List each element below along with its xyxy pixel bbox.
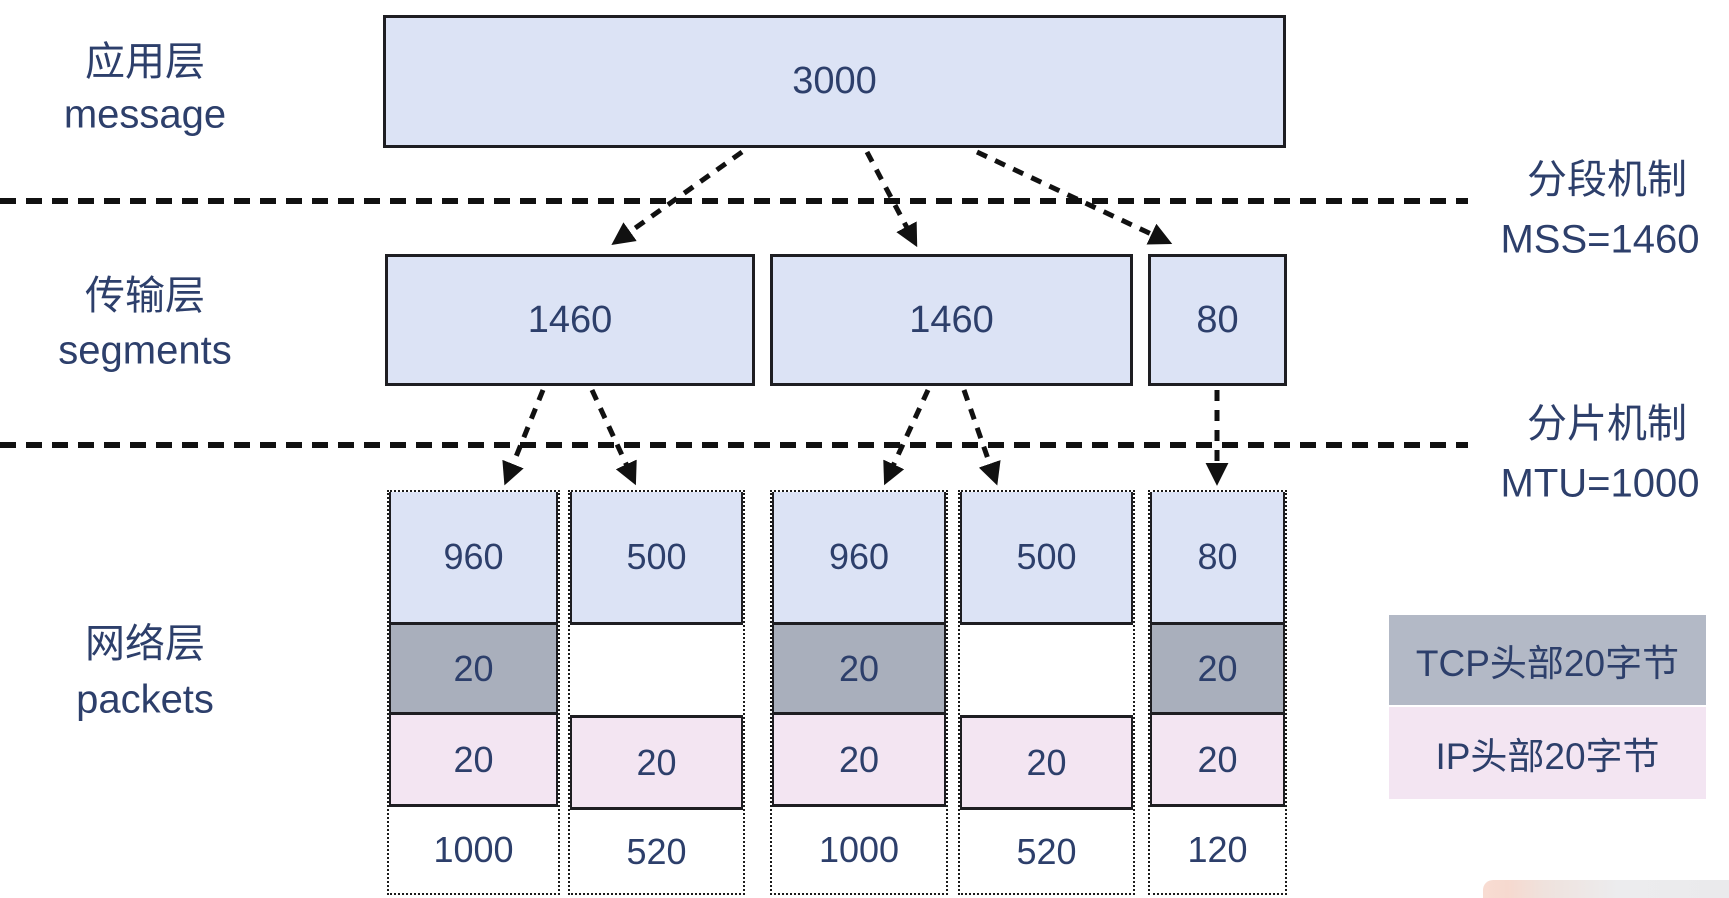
packet-5-total: 120 <box>1150 807 1285 893</box>
network-layer-label-zh: 网络层 <box>85 622 205 666</box>
arrow-message-to-segment-3 <box>975 149 1173 245</box>
segment-size-3: 80 <box>1196 298 1239 341</box>
packet-column-1: 960 20 20 1000 <box>387 490 560 895</box>
arrow-segment2-to-packet-3 <box>883 388 931 486</box>
packet-4-no-tcp-gap <box>960 625 1133 715</box>
transport-layer-label-en: segments <box>58 328 232 373</box>
legend-tcp-header: TCP头部20字节 <box>1389 615 1706 705</box>
application-layer-label-zh: 应用层 <box>85 40 205 84</box>
network-layer-label-en: packets <box>76 677 214 722</box>
segment-size-1: 1460 <box>527 298 613 341</box>
packet-3-total: 1000 <box>772 807 946 893</box>
transport-layer-label-zh: 传输层 <box>85 274 205 318</box>
segmentation-annotation-title: 分段机制 <box>1527 158 1687 202</box>
packet-5-tcp-header: 20 <box>1150 625 1285 715</box>
packet-column-4: 500 20 520 <box>958 490 1135 895</box>
packet-2-data: 500 <box>570 492 743 625</box>
packet-1-ip-header: 20 <box>389 715 558 807</box>
packet-2-no-tcp-gap <box>570 625 743 715</box>
segmentation-annotation-detail: MSS=1460 <box>1500 217 1700 262</box>
packet-4-ip-header: 20 <box>960 715 1133 810</box>
packet-1-total: 1000 <box>389 807 558 893</box>
fragmentation-annotation-detail: MTU=1000 <box>1500 461 1700 506</box>
packet-4-data: 500 <box>960 492 1133 625</box>
packet-3-tcp-header: 20 <box>772 625 946 715</box>
arrow-message-to-segment-1 <box>611 149 744 246</box>
packet-5-ip-header: 20 <box>1150 715 1285 807</box>
packet-column-2: 500 20 520 <box>568 490 745 895</box>
message-size: 3000 <box>792 60 877 102</box>
arrow-message-to-segment-2 <box>864 150 918 248</box>
packet-column-3: 960 20 20 1000 <box>770 490 948 895</box>
message-box: 3000 <box>383 15 1286 148</box>
packet-5-data: 80 <box>1150 492 1285 625</box>
legend-tcp-label: TCP头部20字节 <box>1415 643 1680 684</box>
arrow-segment1-to-packet-2 <box>589 388 637 486</box>
segment-box-3: 80 <box>1148 254 1287 386</box>
legend-ip-header: IP头部20字节 <box>1389 707 1706 799</box>
fragmentation-annotation-title: 分片机制 <box>1527 402 1687 446</box>
packet-1-data: 960 <box>389 492 558 625</box>
application-layer-label-en: message <box>63 92 227 137</box>
packet-2-ip-header: 20 <box>570 715 743 810</box>
segment-size-2: 1460 <box>909 298 994 341</box>
arrow-segment1-to-packet-1 <box>502 389 546 486</box>
packet-column-5: 80 20 20 120 <box>1148 490 1287 895</box>
packet-3-data: 960 <box>772 492 946 625</box>
packet-1-tcp-header: 20 <box>389 625 558 715</box>
legend-ip-label: IP头部20字节 <box>1435 736 1660 777</box>
segment-box-2: 1460 <box>770 254 1133 386</box>
packet-4-total: 520 <box>960 810 1133 893</box>
watermark-fragment <box>1483 880 1729 898</box>
packet-3-ip-header: 20 <box>772 715 946 807</box>
segment-box-1: 1460 <box>385 254 755 386</box>
packet-2-total: 520 <box>570 810 743 893</box>
arrow-segment2-to-packet-4 <box>961 389 1001 486</box>
